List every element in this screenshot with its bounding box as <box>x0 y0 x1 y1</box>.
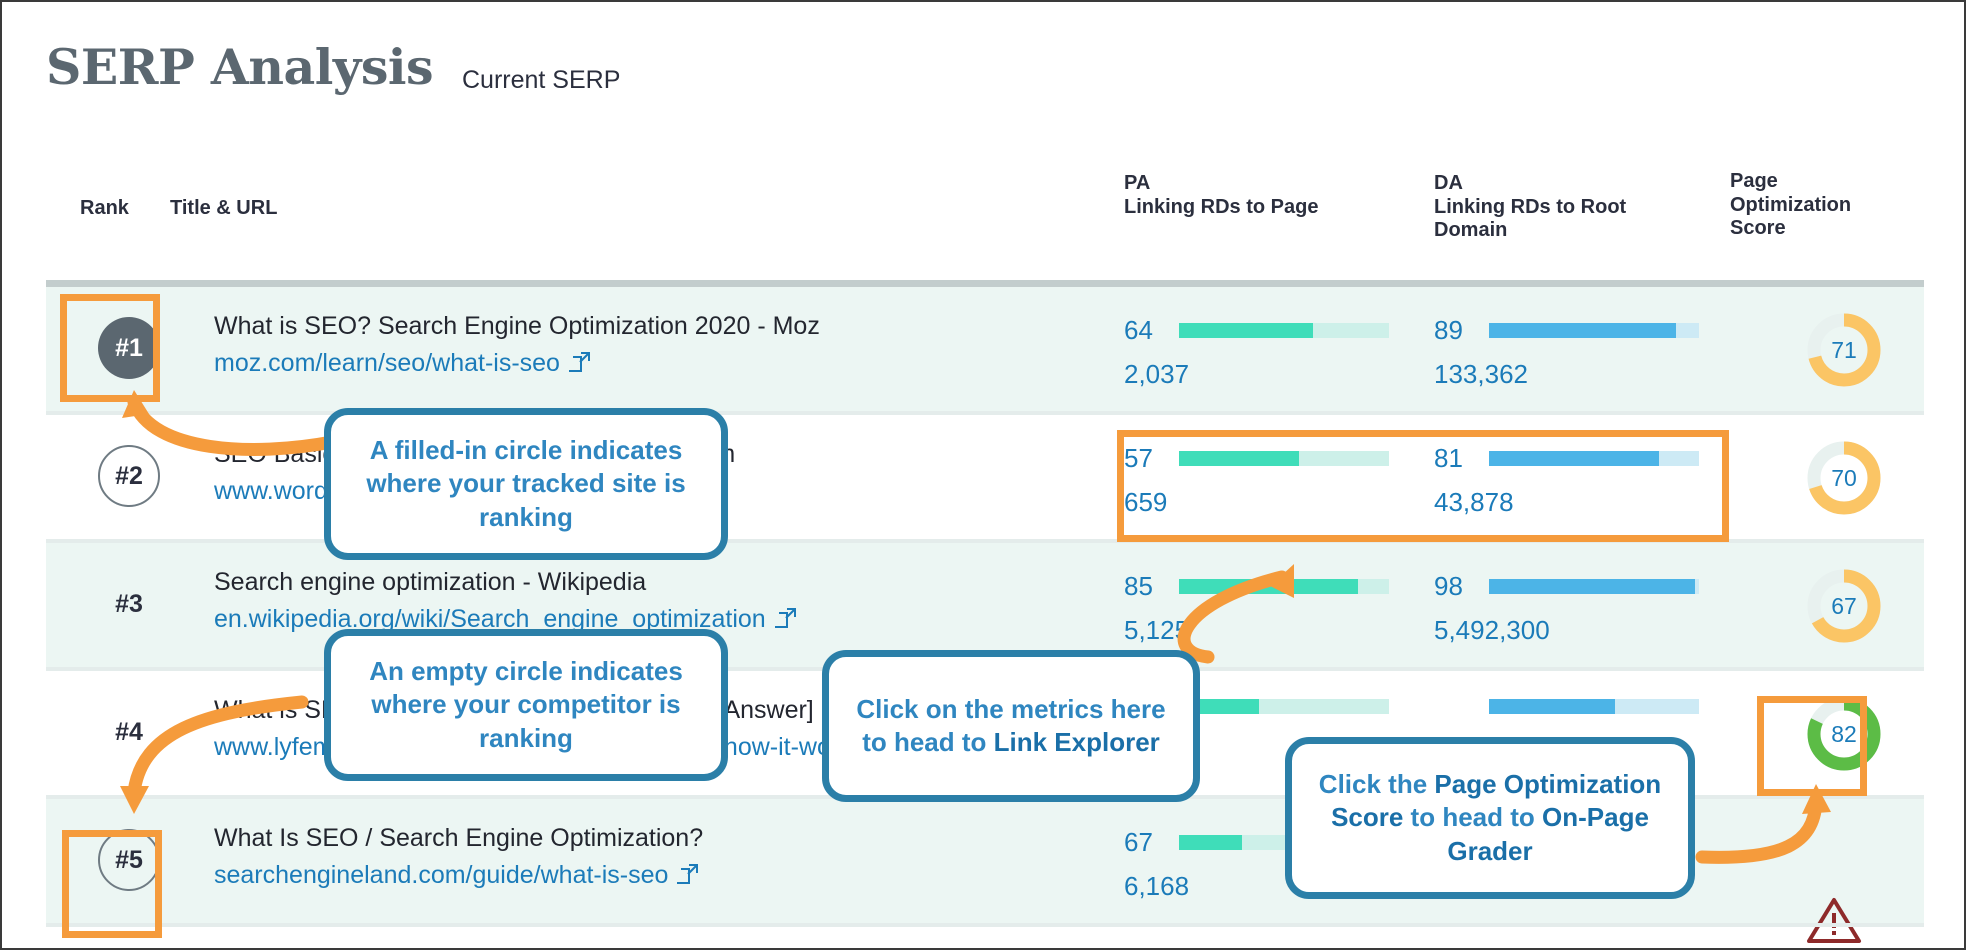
page-optimization-score-cell[interactable]: 67 <box>1784 563 1904 649</box>
highlight-page-optimization-score-row4 <box>1757 696 1867 796</box>
donut-chart <box>1807 313 1881 387</box>
page-optimization-score-value: 82 <box>1831 720 1857 747</box>
callout-on-page-pre: Click the <box>1318 769 1435 800</box>
external-link-icon[interactable] <box>565 349 591 382</box>
page-optimization-score-cell[interactable]: 70 <box>1784 435 1904 521</box>
page-optimization-score-cell[interactable]: 82 <box>1784 691 1904 777</box>
rank-badge: #2 <box>98 445 160 507</box>
title-url-cell: What Is SEO / Search Engine Optimization… <box>214 823 703 894</box>
da-metric-cell[interactable]: 98 5,492,300 <box>1434 571 1699 646</box>
callout-on-page-grader: Click the Page Optimization Score to hea… <box>1285 737 1695 899</box>
rank-cell: #4 <box>86 699 172 765</box>
page-optimization-score-value: 70 <box>1831 464 1857 491</box>
pa-linking-rds: 5,125 <box>1124 615 1190 645</box>
title-url-cell: Search engine optimization - Wikipedia en… <box>214 567 797 638</box>
callout-on-page-bold2: On-Page Grader <box>1447 802 1649 866</box>
result-title[interactable]: What is SEO? Search Engine Optimization … <box>214 312 820 340</box>
rank-badge: #1 <box>98 317 160 379</box>
page-optimization-score-value: 71 <box>1831 336 1857 363</box>
callout-filled-circle: A filled-in circle indicates where your … <box>324 408 728 560</box>
pa-linking-rds: 2,037 <box>1124 359 1190 389</box>
callout-empty-circle-text: An empty circle indicates where your com… <box>369 656 683 753</box>
page-optimization-score-value: 67 <box>1831 592 1857 619</box>
da-score: 98 <box>1434 571 1463 601</box>
callout-filled-circle-text: A filled-in circle indicates where your … <box>366 435 686 532</box>
callout-link-explorer: Click on the metrics here to head to Lin… <box>822 650 1200 802</box>
pa-score: 85 <box>1124 571 1153 601</box>
column-header-page-optimization-score: Page Optimization Score <box>1730 170 1852 240</box>
title-url-cell: What is SEO? Search Engine Optimization … <box>214 311 820 382</box>
pa-linking-rds: 659 <box>1124 487 1168 517</box>
pa-score: 67 <box>1124 827 1153 857</box>
donut-chart <box>1807 441 1881 515</box>
rank-cell: #3 <box>86 571 172 637</box>
da-linking-rds: 133,362 <box>1434 359 1528 389</box>
external-link-icon[interactable] <box>674 861 699 894</box>
da-linking-rds: 5,492,300 <box>1434 615 1550 645</box>
pa-metric-cell[interactable]: 85 5,125 <box>1124 571 1389 646</box>
result-url[interactable]: moz.com/learn/seo/what-is-seo <box>214 347 820 382</box>
pa-metric-cell[interactable]: 67 6,168 <box>1124 827 1389 902</box>
pa-linking-rds: 6,168 <box>1124 871 1190 901</box>
highlight-metrics-row2 <box>1117 430 1729 542</box>
da-score: 81 <box>1434 443 1463 473</box>
page-optimization-score-cell[interactable] <box>1784 819 1904 905</box>
header-divider <box>46 280 1924 287</box>
highlight-rank-1 <box>60 294 160 402</box>
row-divider <box>46 539 1924 543</box>
page-subtitle: Current SERP <box>462 66 621 94</box>
da-metric-cell[interactable]: 81 43,878 <box>1434 443 1699 518</box>
da-metric-cell[interactable] <box>1434 699 1699 727</box>
page-optimization-score-cell[interactable]: 71 <box>1784 307 1904 393</box>
result-title[interactable]: Search engine optimization - Wikipedia <box>214 568 647 596</box>
column-header-title-url: Title & URL <box>170 197 278 219</box>
row-divider <box>46 411 1924 415</box>
table-row[interactable]: #1 What is SEO? Search Engine Optimizatio… <box>46 287 1924 411</box>
da-linking-rds: 43,878 <box>1434 487 1514 517</box>
result-url[interactable]: en.wikipedia.org/wiki/Search_engine_opti… <box>214 603 797 638</box>
external-link-icon[interactable] <box>771 605 797 638</box>
highlight-rank-5 <box>62 830 162 938</box>
column-header-pa: PA Linking RDs to Page <box>1124 172 1319 218</box>
pa-score: 57 <box>1124 443 1153 473</box>
callout-on-page-mid: to head to <box>1403 802 1542 833</box>
page-title: SERP Analysis <box>46 38 434 96</box>
rank-cell: #2 <box>86 443 172 509</box>
rank-badge: #4 <box>115 717 143 746</box>
callout-on-page-bold1: Page Optimization Score <box>1331 769 1662 833</box>
result-url[interactable]: searchengineland.com/guide/what-is-seo <box>214 859 703 894</box>
pa-metric-cell[interactable]: 64 2,037 <box>1124 315 1389 390</box>
pa-score: 64 <box>1124 315 1153 345</box>
column-header-da: DA Linking RDs to Root Domain <box>1434 172 1627 242</box>
donut-chart <box>1807 569 1881 643</box>
callout-link-explorer-bold: Link Explorer <box>993 727 1160 757</box>
column-header-rank: Rank <box>80 197 129 219</box>
rank-badge: #3 <box>115 589 143 618</box>
warning-triangle-icon[interactable] <box>1806 895 1862 948</box>
callout-link-explorer-text: Click on the metrics here to head to <box>856 693 1166 757</box>
rank-cell: #1 <box>86 315 172 381</box>
da-metric-cell[interactable]: 89 133,362 <box>1434 315 1699 390</box>
donut-chart <box>1807 697 1881 771</box>
result-title[interactable]: What Is SEO / Search Engine Optimization… <box>214 824 704 852</box>
da-score: 89 <box>1434 315 1463 345</box>
callout-empty-circle: An empty circle indicates where your com… <box>324 629 728 781</box>
row-divider <box>46 923 1924 927</box>
